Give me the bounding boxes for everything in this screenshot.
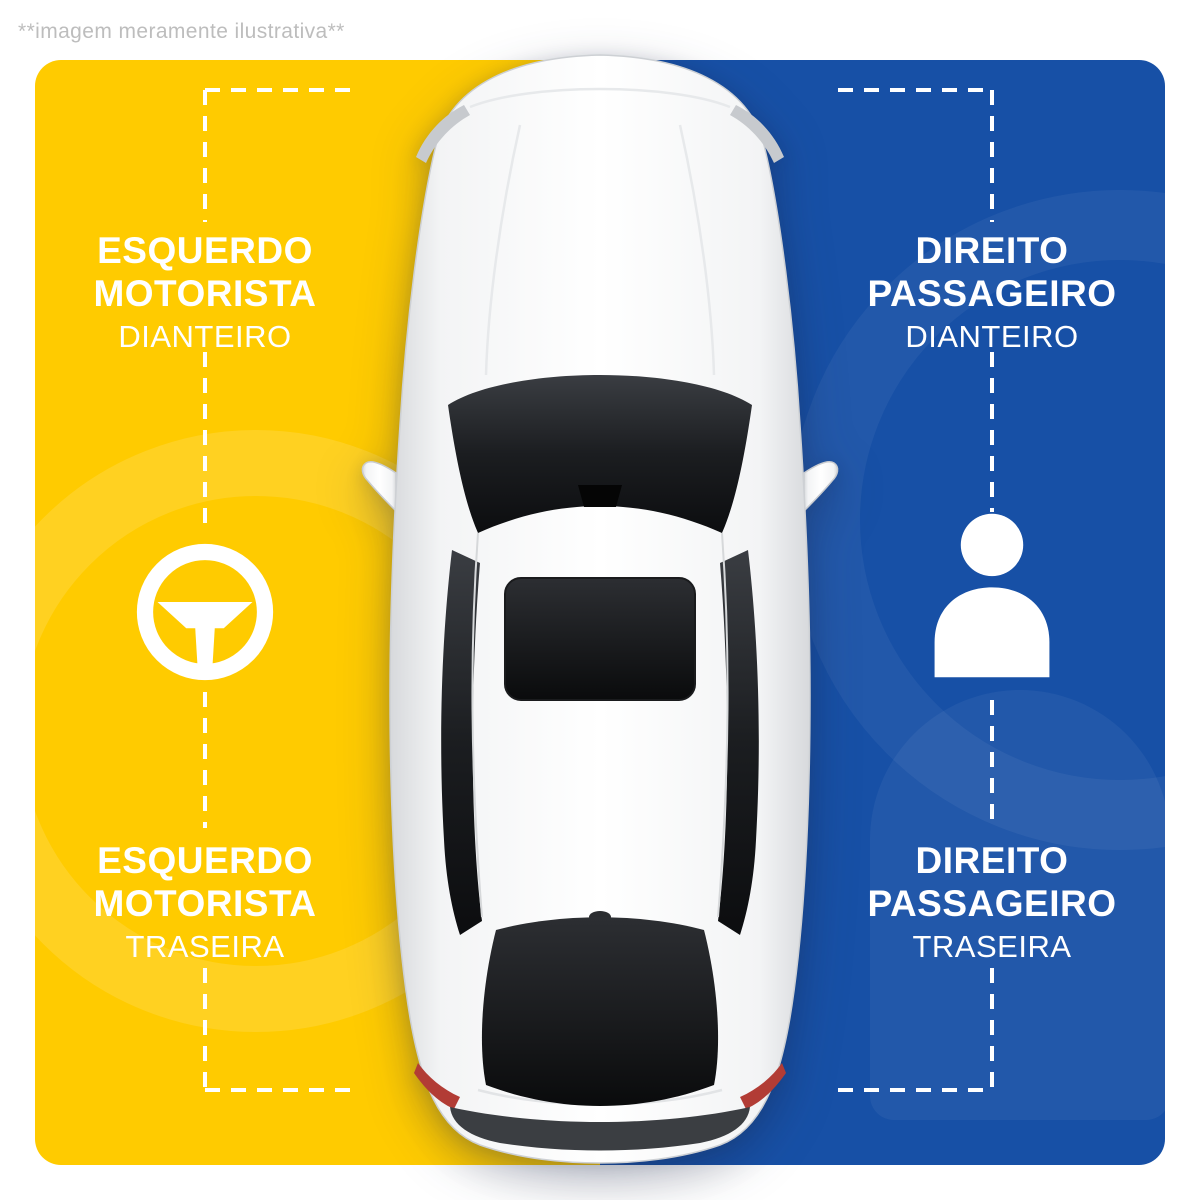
steering-wheel-icon <box>130 537 280 687</box>
windshield <box>448 375 752 533</box>
label-line: DIREITO <box>915 230 1069 271</box>
side-mirror-left <box>361 461 397 513</box>
side-window-right <box>718 550 759 935</box>
sunroof <box>504 577 696 701</box>
taillight-left <box>414 1063 460 1109</box>
side-window-left <box>441 550 482 935</box>
label-line: TRASEIRA <box>912 928 1072 964</box>
label-line: ESQUERDO <box>97 840 313 881</box>
car-top-view <box>361 54 839 1164</box>
label-line: MOTORISTA <box>93 272 317 314</box>
roof-line-left <box>471 532 483 918</box>
taillight-right <box>740 1063 786 1109</box>
headlight-left <box>416 105 470 163</box>
label-line: TRASEIRA <box>125 928 285 964</box>
side-mirror-right <box>803 461 839 513</box>
rear-bumper <box>450 1107 750 1151</box>
label-line: MOTORISTA <box>93 882 317 924</box>
label-line: DIANTEIRO <box>118 318 292 354</box>
label-line: DIREITO <box>915 840 1069 881</box>
label-rear-right: DIREITO PASSAGEIRO TRASEIRA <box>812 840 1172 968</box>
disclaimer-text: **imagem meramente ilustrativa** <box>18 20 345 43</box>
label-line: PASSAGEIRO <box>867 882 1117 924</box>
label-line: PASSAGEIRO <box>867 272 1117 314</box>
label-rear-left: ESQUERDO MOTORISTA TRASEIRA <box>25 840 385 968</box>
label-line: DIANTEIRO <box>905 318 1079 354</box>
label-line: ESQUERDO <box>97 230 313 271</box>
headlight-right <box>730 105 784 163</box>
label-front-left: ESQUERDO MOTORISTA DIANTEIRO <box>25 230 385 358</box>
blue-watermark-blob <box>870 690 1165 1120</box>
roof-line-right <box>717 532 729 918</box>
rear-window <box>481 917 719 1106</box>
passenger-icon <box>917 505 1067 681</box>
label-front-right: DIREITO PASSAGEIRO DIANTEIRO <box>812 230 1172 358</box>
